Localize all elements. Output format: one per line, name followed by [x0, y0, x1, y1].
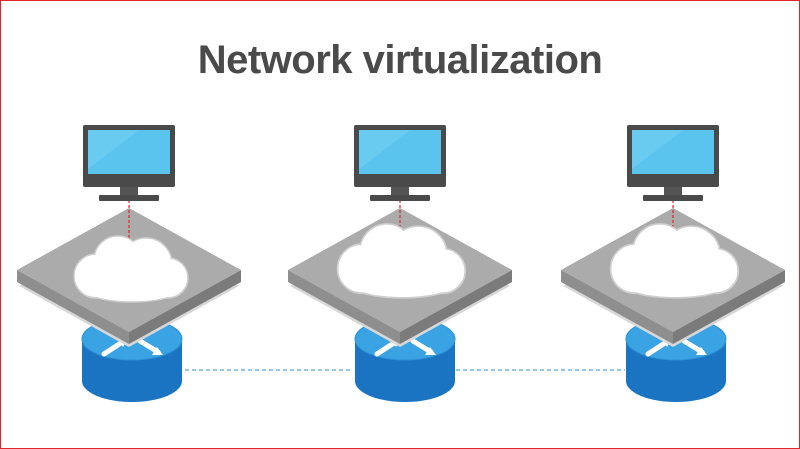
- node-2: [288, 125, 512, 402]
- monitor-icon: [83, 125, 175, 201]
- node-1: [17, 125, 241, 402]
- monitor-icon: [354, 125, 446, 201]
- monitor-icon: [627, 125, 719, 201]
- diagram-title: Network virtualization: [197, 38, 603, 82]
- node-3: [561, 125, 785, 402]
